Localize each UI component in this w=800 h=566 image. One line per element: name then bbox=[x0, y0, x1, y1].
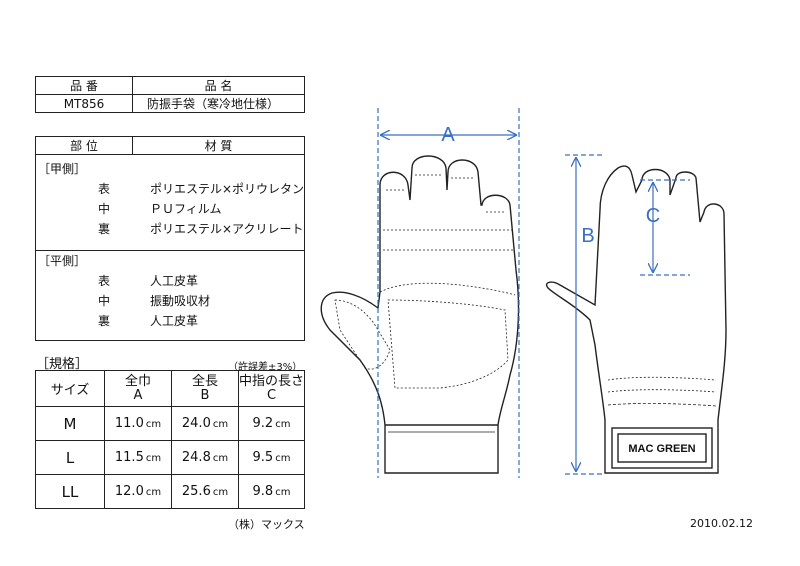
dimension-c-label: C bbox=[646, 205, 660, 227]
back-material-outer: ポリエステル×ポリウレタン bbox=[150, 182, 305, 196]
palm-material-outer: 人工皮革 bbox=[150, 274, 199, 288]
unit: cm bbox=[145, 419, 162, 430]
spec-tolerance: （許誤差±3%） bbox=[228, 362, 303, 373]
company-name: （株）マックス bbox=[228, 518, 305, 531]
unit: cm bbox=[145, 453, 162, 464]
glove-palm-view bbox=[320, 155, 520, 474]
unit: cm bbox=[145, 487, 162, 498]
finger-header: 中指の長さ C bbox=[238, 370, 305, 407]
dimension-a-label: A bbox=[441, 124, 455, 146]
value: 24.8 bbox=[181, 450, 211, 465]
size-cell: LL bbox=[35, 474, 105, 509]
finger-header-code: C bbox=[266, 387, 277, 403]
dimension-b-label: B bbox=[581, 225, 594, 247]
palm-side-section bbox=[35, 250, 305, 341]
palm-part-outer: 表 bbox=[98, 274, 111, 288]
value: 11.5 bbox=[114, 450, 144, 465]
value: 24.0 bbox=[181, 416, 211, 431]
value: 9.2 bbox=[252, 416, 274, 431]
unit: cm bbox=[212, 487, 229, 498]
unit: cm bbox=[275, 453, 291, 464]
length-header-label: 全長 bbox=[191, 373, 218, 389]
part-header: 部 位 bbox=[35, 136, 133, 155]
length-header: 全長 B bbox=[171, 370, 239, 407]
product-table: 品 番 品 名 MT856 防振手袋（寒冷地仕様） bbox=[35, 76, 305, 113]
palm-group-label: ［平側］ bbox=[38, 254, 87, 268]
back-part-middle: 中 bbox=[98, 202, 111, 216]
material-table: 部 位 材 質 bbox=[35, 136, 305, 341]
back-part-outer: 表 bbox=[98, 182, 111, 196]
size-header: サイズ bbox=[35, 370, 105, 407]
value: 11.0 bbox=[114, 416, 144, 431]
value: 12.0 bbox=[114, 484, 144, 499]
palm-part-inner: 裏 bbox=[98, 314, 111, 328]
unit: cm bbox=[275, 487, 291, 498]
palm-material-middle: 振動吸収材 bbox=[150, 294, 211, 308]
unit: cm bbox=[212, 453, 229, 464]
value: 9.5 bbox=[252, 450, 274, 465]
back-material-inner: ポリエステル×アクリレート bbox=[150, 222, 304, 236]
palm-material-inner: 人工皮革 bbox=[150, 314, 199, 328]
back-material-middle: ＰＵフィルム bbox=[150, 202, 222, 216]
length-header-code: B bbox=[200, 387, 210, 403]
spec-title: ［規格］ bbox=[36, 357, 89, 372]
brand-label: MAC GREEN bbox=[628, 443, 695, 455]
value: 9.8 bbox=[252, 484, 274, 499]
document-date: 2010.02.12 bbox=[690, 517, 753, 530]
width-header: 全巾 A bbox=[104, 370, 172, 407]
value: 25.6 bbox=[181, 484, 211, 499]
finger-header-label: 中指の長さ bbox=[239, 373, 305, 389]
back-group-label: ［甲側］ bbox=[38, 162, 87, 176]
dimension-lines bbox=[377, 108, 690, 478]
unit: cm bbox=[275, 419, 291, 430]
width-header-label: 全巾 bbox=[124, 373, 151, 389]
back-part-inner: 裏 bbox=[98, 222, 111, 236]
size-cell: L bbox=[35, 440, 105, 475]
product-code: MT856 bbox=[35, 94, 133, 113]
product-name: 防振手袋（寒冷地仕様） bbox=[132, 94, 305, 113]
width-header-code: A bbox=[133, 387, 143, 403]
palm-part-middle: 中 bbox=[98, 294, 111, 308]
unit: cm bbox=[212, 419, 229, 430]
glove-back-view bbox=[545, 165, 727, 474]
